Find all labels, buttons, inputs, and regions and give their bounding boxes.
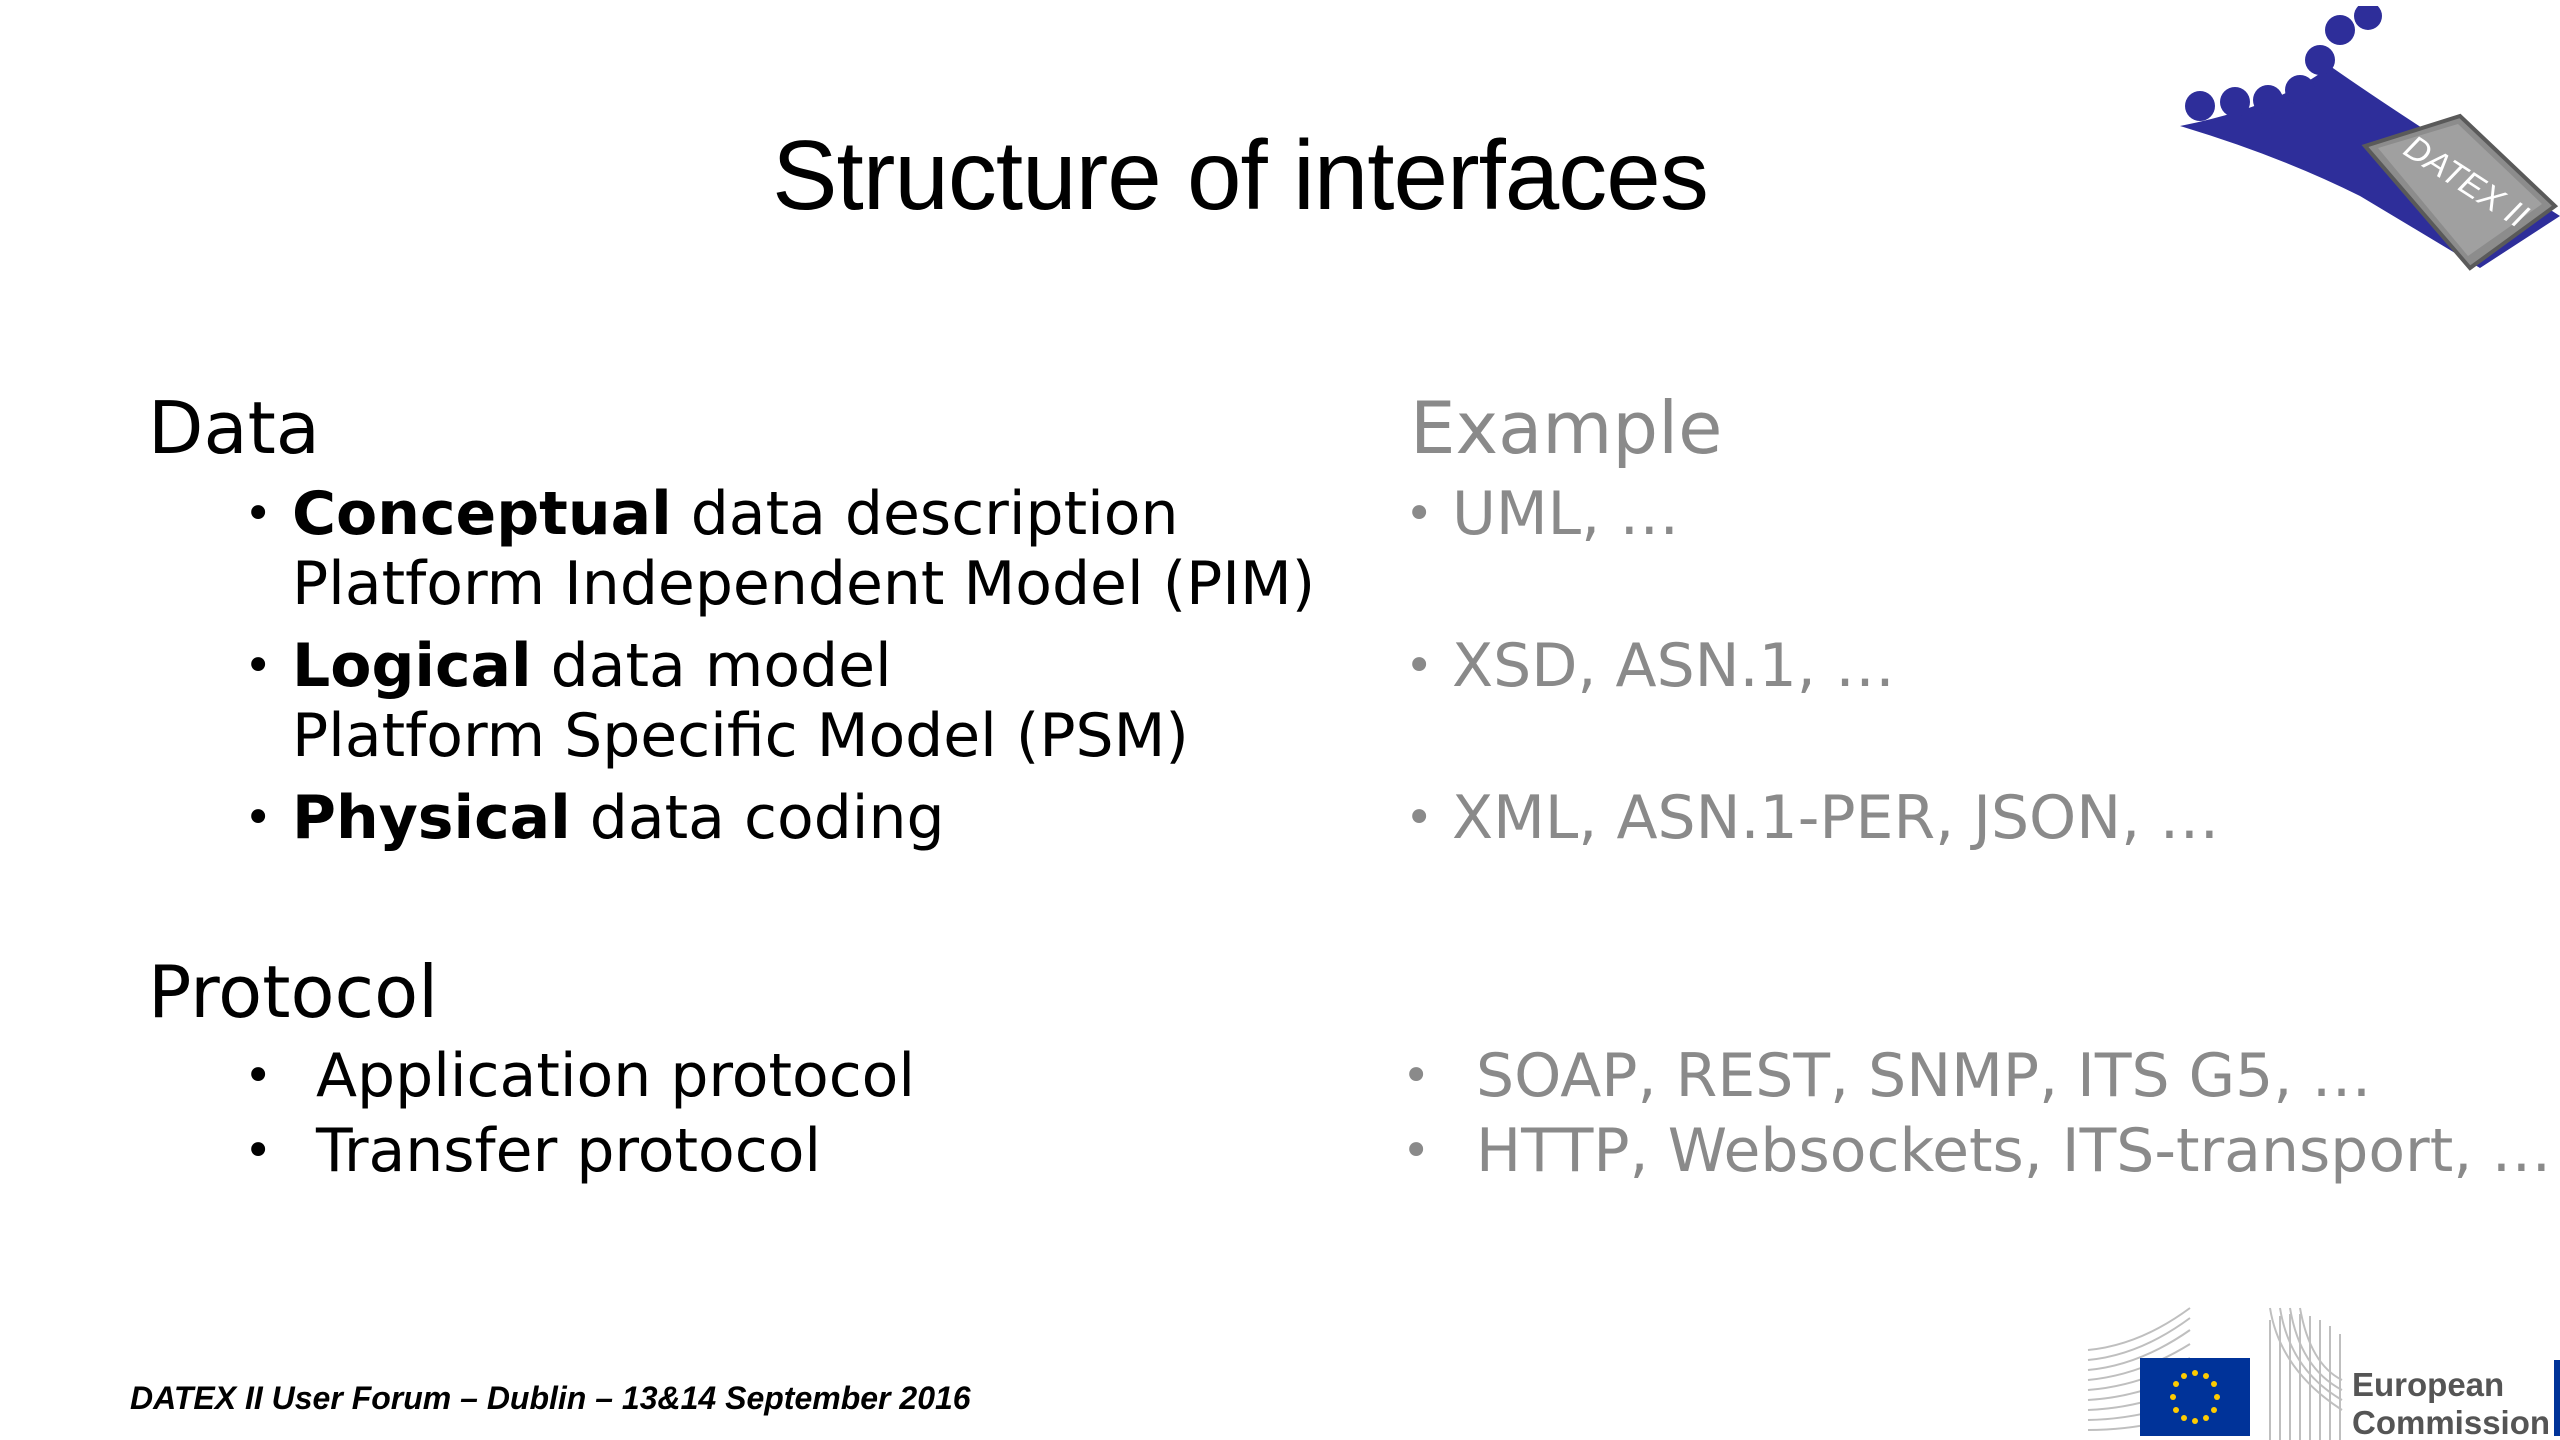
bullet: • [1405,638,1434,694]
bullet: • [244,1048,273,1104]
example-item-xml: XML, ASN.1-PER, JSON, … [1452,783,2220,853]
example-item-xsd: XSD, ASN.1, … [1452,631,1895,701]
data-item-rest: data description [671,479,1179,549]
bullet: • [244,638,273,694]
example-item-uml: UML, … [1452,479,1680,549]
data-item-logical: Logical data model [292,630,892,702]
data-item-logical-line2: Platform Specific Model (PSM) [292,701,1189,771]
example-heading: Example [1410,386,1723,470]
slide-title: Structure of interfaces [772,120,1709,230]
data-item-rest: data model [531,631,892,701]
protocol-example-transfer: HTTP, Websockets, ITS-transport, … [1476,1116,2552,1186]
data-item-bold: Physical [292,783,571,853]
bullet: • [1402,1048,1431,1104]
bullet: • [244,486,273,542]
data-item-bold: Logical [292,631,532,701]
data-item-physical: Physical data coding [292,782,945,854]
bullet: • [244,790,273,846]
data-item-conceptual: Conceptual data description [292,478,1179,550]
footer-text: DATEX II User Forum – Dublin – 13&14 Sep… [130,1380,971,1416]
ec-label-line2: Commission [2352,1404,2551,1440]
eu-flag [2140,1358,2250,1436]
data-item-conceptual-line2: Platform Independent Model (PIM) [292,549,1316,619]
bullet: • [1405,486,1434,542]
ec-label-line1: European [2352,1366,2505,1403]
bullet: • [1405,790,1434,846]
protocol-heading: Protocol [148,950,439,1034]
data-item-rest: data coding [570,783,945,853]
bullet: • [1402,1123,1431,1179]
datex-ii-logo: DATEX II [2180,6,2560,271]
data-heading: Data [148,386,320,470]
data-item-bold: Conceptual [292,479,672,549]
protocol-example-application: SOAP, REST, SNMP, ITS G5, … [1476,1041,2372,1111]
bullet: • [244,1123,273,1179]
european-commission-logo [2087,1307,2560,1440]
protocol-item-application: Application protocol [316,1041,916,1111]
protocol-item-transfer: Transfer protocol [316,1116,822,1186]
